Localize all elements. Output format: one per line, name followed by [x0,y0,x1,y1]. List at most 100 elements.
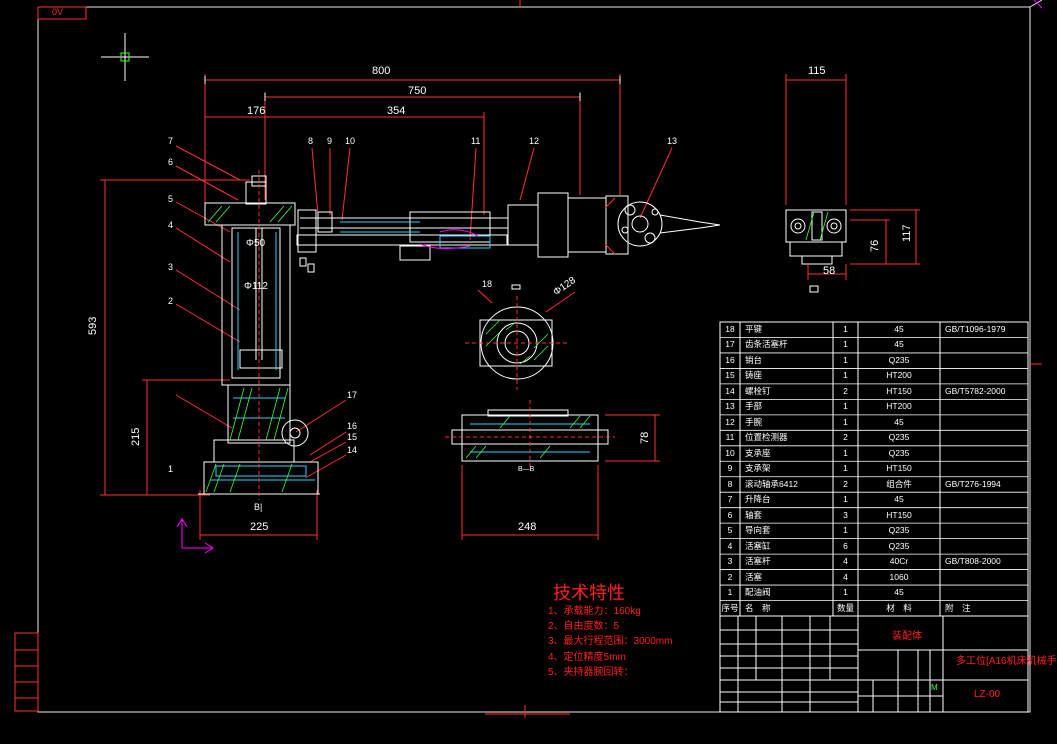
dim-115: 115 [808,65,826,77]
bom-cell-name: 轴套 [745,509,763,520]
bom-cell-material: 1060 [889,571,909,582]
bom-cell-qty: 3 [843,509,848,520]
bom-cell-material: HT200 [886,401,912,412]
bom-cell-name: 活塞杆 [745,556,771,567]
part-number: 12 [529,136,540,146]
bom-row: 6 轴套 3 HT150 [720,508,1028,523]
bom-cell-material: Q235 [888,432,910,443]
bom-cell-std [942,430,1028,445]
bom-cell-no: 7 [727,494,733,505]
bom-cell-no: 12 [725,416,735,427]
bom-cell-qty: 1 [843,587,848,598]
part-number: 10 [345,136,356,146]
dim-750: 750 [408,85,427,97]
bom-cell-material: 组合件 [886,478,912,489]
crosshair-cursor-icon [101,33,149,81]
bom-cell-std: GB/T276-1994 [945,478,1001,489]
bom-cell-material: HT150 [886,463,912,474]
part-number: 9 [327,136,333,146]
bom-cell-qty: 1 [843,324,848,334]
part-number: 4 [168,220,174,230]
dim-354: 354 [387,105,406,117]
bom-cell-no: 16 [725,354,735,365]
bom-cell-material: Q235 [888,447,910,458]
bom-cell-no: 6 [727,509,733,520]
dim-78: 78 [639,431,651,444]
bom-cell-qty: 2 [843,478,848,489]
bom-cell-name: 配油阀 [745,587,771,598]
spec-item: 5、夹持器腕回转： [548,667,634,678]
bom-cell-material: 45 [894,339,904,350]
bom-cell-qty: 1 [843,354,848,365]
sheet-mark: M [931,683,938,692]
inner-frame [37,6,1031,713]
bom-cell-name: 导向套 [745,525,771,536]
part-number: 1 [168,464,174,474]
bom-cell-name: 支承架 [745,463,771,474]
bom-cell-std [942,399,1028,414]
bom-cell-std [942,570,1028,585]
spec-item: 3、最大行程范围：3000mm [548,636,673,647]
bom-cell-std: 附 注 [945,602,971,613]
top-section-view [465,284,576,390]
bom-cell-material: 材 料 [886,602,912,613]
bom-cell-qty: 6 [843,540,848,551]
bom-cell-std [942,508,1028,523]
bom-cell-name: 螺栓钉 [745,385,771,396]
bom-cell-no: 2 [727,571,733,582]
bom-cell-std [942,368,1028,383]
dim-225: 225 [250,521,269,533]
bom-cell-no: 17 [725,339,735,350]
bom-cell-name: 活塞缸 [745,540,771,551]
dim-dia50: Φ50 [246,238,266,249]
bom-cell-no: 4 [727,540,733,551]
bom-cell-material: HT150 [886,509,912,520]
part-number: 11 [471,136,481,146]
spec-item: 1、承载能力：160kg [548,606,641,617]
part-number: 5 [168,194,174,204]
bom-cell-name: 销台 [745,354,763,365]
bom-cell-name: 位置检测器 [745,432,788,443]
bom-cell-material: Q235 [888,525,910,536]
bom-cell-qty: 4 [843,571,848,582]
bom-row: 9 支承架 1 HT150 [720,461,1028,476]
bom-cell-qty: 数量 [836,602,854,613]
bom-cell-name: 活塞 [745,571,763,582]
dim-58: 58 [823,265,836,277]
part-number: 16 [347,421,358,431]
bom-cell-qty: 1 [843,463,848,474]
bom-cell-material: Q235 [888,354,910,365]
bom-cell-no: 8 [727,478,733,489]
bom-cell-material: 45 [894,416,904,427]
bom-cell-qty: 2 [843,432,848,443]
bom-cell-name: 升降台 [745,494,771,505]
bom-cell-material: HT200 [886,370,912,381]
bom-cell-material: 45 [894,587,904,598]
drawing-name: 装配体 [892,631,922,642]
part-number: 8 [308,136,314,146]
bom-cell-no: 9 [727,463,733,474]
drawing-code: LZ-00 [974,689,1001,700]
bom-cell-std [942,539,1028,554]
dim-176: 176 [247,105,266,117]
bom-cell-material: 40Cr [889,556,909,567]
bom-cell-material: HT150 [886,385,912,396]
dim-76: 76 [869,239,881,252]
specs-title: 技术特性 [553,583,625,603]
bom-cell-name: 手部 [745,401,763,412]
bom-cell-no: 10 [725,447,735,458]
bom-cell-qty: 1 [843,339,848,350]
bom-cell-qty: 1 [843,525,848,536]
part-number: 2 [168,296,174,306]
bom-cell-std [942,337,1028,352]
bom-cell-no: 15 [725,370,735,381]
